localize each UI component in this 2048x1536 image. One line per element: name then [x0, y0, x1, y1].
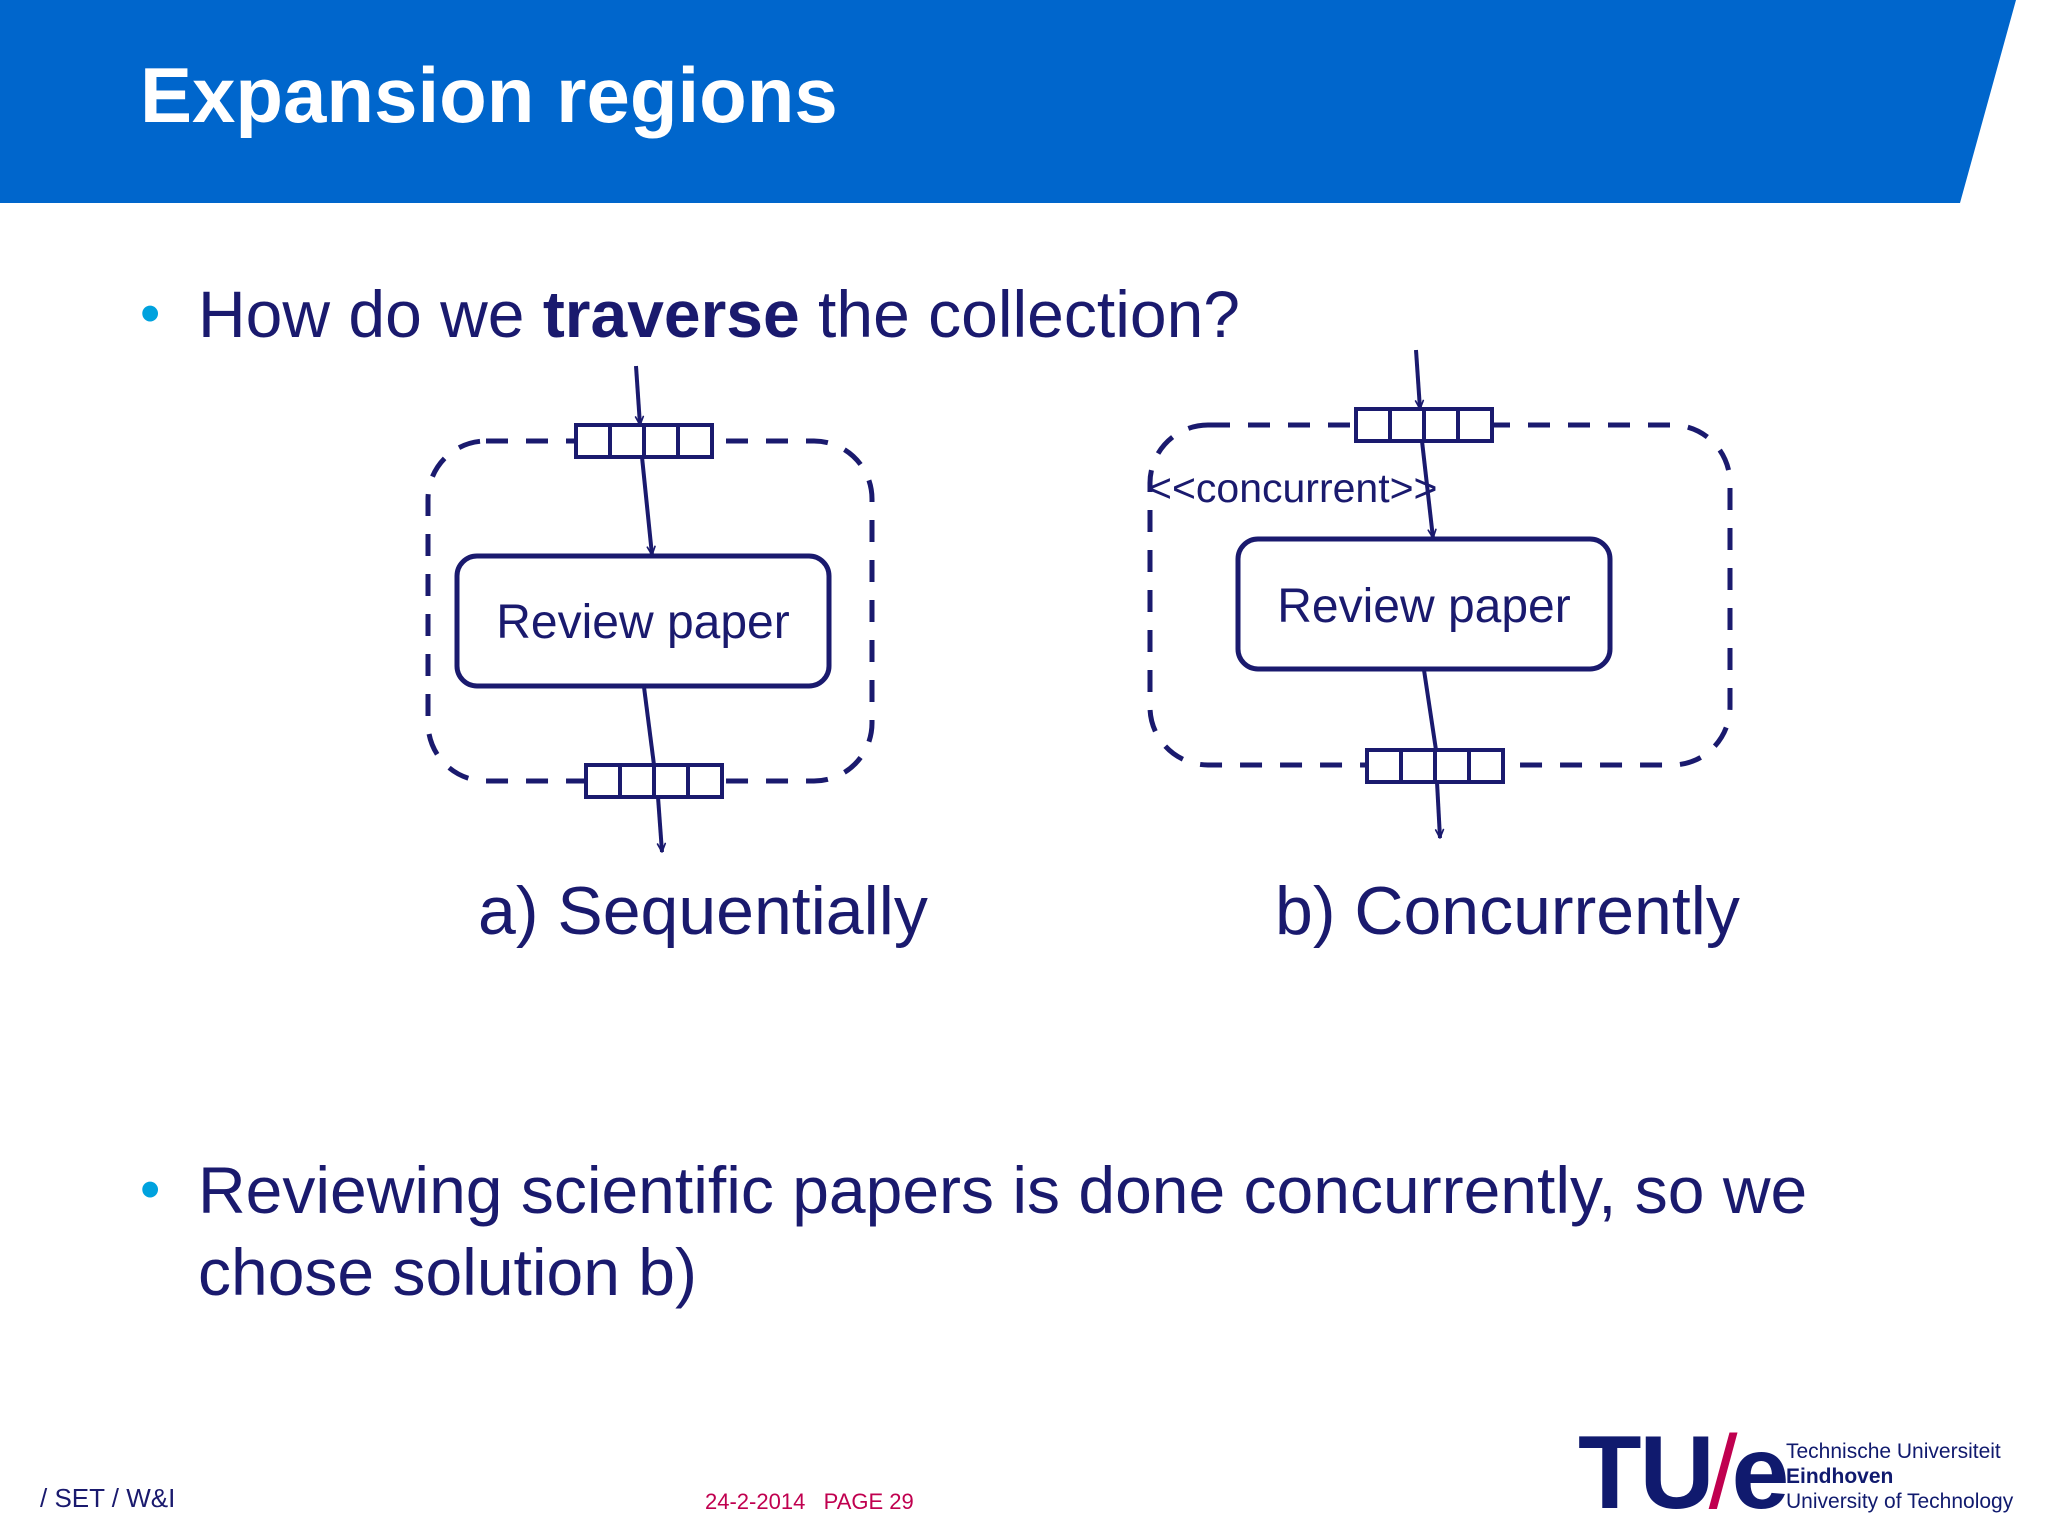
flow-arrow — [634, 365, 645, 426]
bullet-question-bold: traverse — [542, 277, 800, 351]
caption-concurrently: b) Concurrently — [1275, 873, 1740, 949]
header-polygon — [0, 0, 2016, 203]
header-band: Expansion regions — [0, 0, 2048, 203]
concurrent-action-label: Review paper — [1277, 580, 1571, 633]
footer-date-page: 24-2-2014 PAGE 29 — [705, 1489, 914, 1515]
flow-line — [1422, 669, 1438, 751]
expansion-region-diagrams: Review paper <<concurrent>> Review paper — [425, 349, 1733, 853]
bullet-conclusion-line2: chose solution b) — [198, 1235, 697, 1309]
bullet-question-text: How do we traverse the collection? — [198, 273, 1240, 355]
flow-line — [642, 686, 656, 766]
bullet-question-before: How do we — [198, 277, 543, 351]
logo-mark-slash: / — [1708, 1415, 1738, 1531]
flow-arrow — [640, 456, 656, 556]
bullet-conclusion-line1: Reviewing scientific papers is done conc… — [198, 1153, 1808, 1227]
bullet-dot: • — [140, 281, 161, 346]
flow-arrow — [1414, 349, 1425, 410]
logo-mark-tu: TU — [1578, 1415, 1715, 1531]
concurrent-input-pin — [1354, 407, 1494, 443]
caption-sequentially: a) Sequentially — [478, 873, 928, 949]
tue-logo-text: Technische Universiteit Eindhoven Univer… — [1786, 1439, 2013, 1514]
bullet-question-after: the collection? — [799, 277, 1240, 351]
logo-mark-e: e — [1731, 1415, 1790, 1531]
header-shape — [0, 0, 2016, 203]
sequential-output-pin — [584, 763, 724, 799]
sequential-region: Review paper — [425, 365, 875, 853]
concurrent-stereotype: <<concurrent>> — [1148, 465, 1437, 511]
concurrent-output-pin — [1365, 748, 1505, 784]
tue-logo: TU/e Technische Universiteit Eindhoven U… — [1578, 1421, 2038, 1531]
sequential-input-pin — [574, 423, 714, 459]
sequential-action-label: Review paper — [496, 596, 790, 649]
concurrent-action-node — [1235, 536, 1613, 672]
flow-arrow — [656, 796, 667, 853]
bullet-dot: • — [140, 1157, 161, 1222]
tue-logo-mark: TU/e — [1578, 1421, 1789, 1525]
logo-line3: University of Technology — [1786, 1490, 2014, 1513]
logo-line2: Eindhoven — [1786, 1465, 1894, 1488]
flow-arrow — [1434, 781, 1445, 839]
footer-date: 24-2-2014 — [705, 1489, 806, 1514]
slide-title: Expansion regions — [140, 51, 838, 139]
logo-line1: Technische Universiteit — [1786, 1440, 2001, 1463]
footer-page: PAGE 29 — [823, 1489, 914, 1514]
footer-department: / SET / W&I — [40, 1483, 176, 1513]
concurrent-region: <<concurrent>> Review paper — [1147, 349, 1733, 839]
flow-arrow — [1420, 440, 1437, 539]
sequential-action-node — [454, 553, 832, 689]
